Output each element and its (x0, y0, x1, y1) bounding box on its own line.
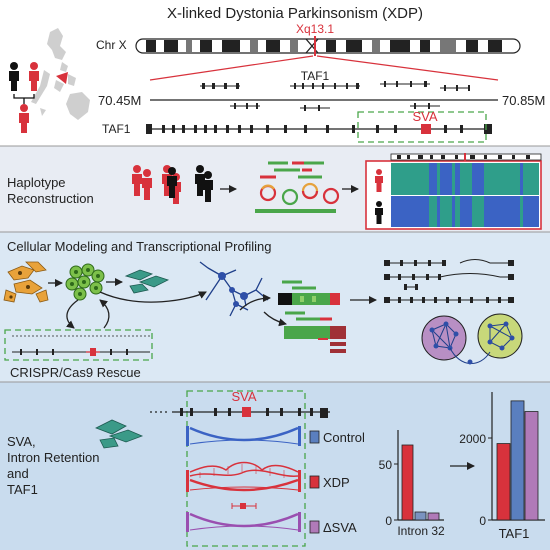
coord-right-label: 70.85M (502, 93, 545, 108)
sequencing-reads-icon (260, 161, 324, 179)
chart1-ytick-50: 50 (379, 458, 393, 472)
sva-label: SVA (412, 109, 437, 124)
legend-dsva-label: ΔSVA (323, 520, 357, 535)
chart2-ytick-2000: 2000 (459, 432, 486, 446)
legend-control-label: Control (323, 430, 365, 445)
coexpression-network-icon (421, 313, 523, 365)
npc-icon (95, 419, 144, 449)
chart1-xlabel: Intron 32 (397, 524, 445, 538)
intron32-bar-chart: 50 0 Intron 32 (379, 430, 445, 538)
panel1-title: X-linked Dystonia Parkinsonism (XDP) (167, 5, 423, 22)
panel4-title-line3: and (7, 466, 29, 481)
chart2-xlabel: TAF1 (499, 526, 530, 541)
panel4-title-line4: TAF1 (7, 482, 38, 497)
chart1-ytick-0: 0 (385, 514, 392, 528)
panel3-title: Cellular Modeling and Transcriptional Pr… (7, 239, 271, 254)
fibroblast-cells-icon (3, 261, 49, 303)
sashimi-dsva (186, 503, 301, 532)
panel2-title-line2: Reconstruction (7, 191, 94, 206)
legend-xdp-label: XDP (323, 475, 350, 490)
plasmid-circles-icon (259, 182, 340, 206)
taf1-gene-label: TAF1 (102, 122, 131, 136)
legend-control-swatch (309, 430, 320, 444)
panel4-sva-label: SVA (231, 389, 256, 404)
panel-haplotype: Haplotype Reconstruction (0, 145, 550, 232)
panel-sva-intron-retention: SVA, Intron Retention and TAF1 SVA (0, 381, 550, 550)
chart2-ytick-0: 0 (479, 514, 486, 528)
intron32-bar-1 (414, 511, 427, 521)
npc-cells-icon (124, 269, 170, 294)
taf1-top-label: TAF1 (301, 69, 330, 83)
crispr-gene-model (12, 335, 150, 356)
region-highlight (56, 72, 68, 84)
rnaseq-alignment-icon (278, 280, 346, 353)
panel4-title-line1: SVA, (7, 434, 36, 449)
panel-cellular-modeling: Cellular Modeling and Transcriptional Pr… (0, 231, 550, 382)
crispr-box (4, 329, 153, 361)
gene-track (150, 81, 498, 111)
cohort-people-icon (132, 165, 213, 204)
sashimi-box (186, 390, 306, 547)
taf1-gene-model (146, 124, 492, 134)
pedigree-icon (9, 62, 39, 133)
chr-label: Chr X (96, 38, 127, 52)
sva-region-box (357, 111, 487, 143)
intron32-bar-0 (401, 444, 414, 521)
haplotype-matrix (365, 153, 542, 230)
band-label: Xq13.1 (296, 22, 334, 36)
coord-left-label: 70.45M (98, 93, 141, 108)
taf1-bar-1 (510, 400, 525, 521)
taf1-bar-chart: 2000 0 TAF1 (459, 392, 545, 541)
legend-xdp-swatch (309, 475, 320, 489)
panel-xdp-locus: X-linked Dystonia Parkinsonism (XDP) (0, 0, 550, 146)
taf1-bar-2 (524, 411, 539, 521)
philippines-map-icon (31, 28, 90, 120)
panel4-gene-model (150, 407, 330, 418)
crispr-rescue-label: CRISPR/Cas9 Rescue (10, 365, 141, 380)
intron32-bar-2 (427, 512, 440, 521)
chromosome-x-ideogram (135, 36, 521, 56)
legend-dsva-swatch (309, 520, 320, 534)
sashimi-control (186, 426, 301, 446)
sashimi-xdp (186, 461, 301, 492)
transcript-isoforms-icon (384, 259, 514, 303)
panel4-title-line2: Intron Retention (7, 450, 100, 465)
taf1-bar-0 (496, 443, 511, 521)
panel2-title-line1: Haplotype (7, 175, 66, 190)
